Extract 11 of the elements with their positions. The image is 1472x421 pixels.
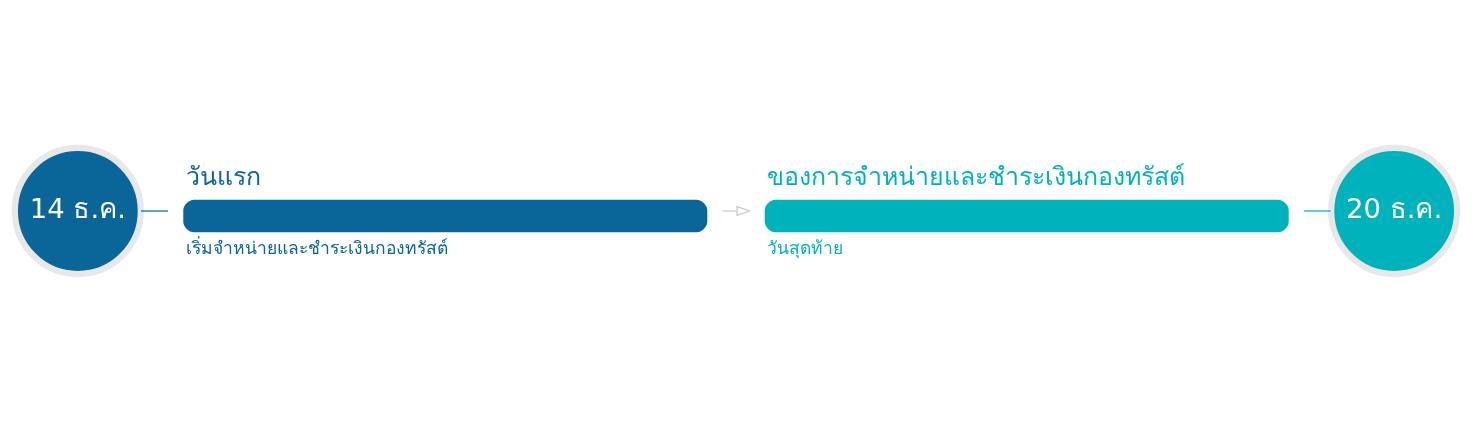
arrow	[721, 205, 752, 216]
node-label: ของการจำหน่ายและชำระเงินกองทรัสต์	[767, 161, 1186, 191]
connector	[140, 209, 169, 212]
node-bar	[183, 199, 708, 232]
node-circle: 14 ธ.ค.	[11, 144, 144, 277]
node-label: เริ่มจำหน่ายและชำระเงินกองทรัสต์	[185, 237, 448, 258]
node-circle: 20 ธ.ค.	[1328, 144, 1461, 277]
node-bar	[764, 199, 1289, 232]
node-label: วันแรก	[185, 161, 261, 191]
connector	[1303, 209, 1332, 212]
node-label: วันสุดท้าย	[767, 237, 844, 258]
